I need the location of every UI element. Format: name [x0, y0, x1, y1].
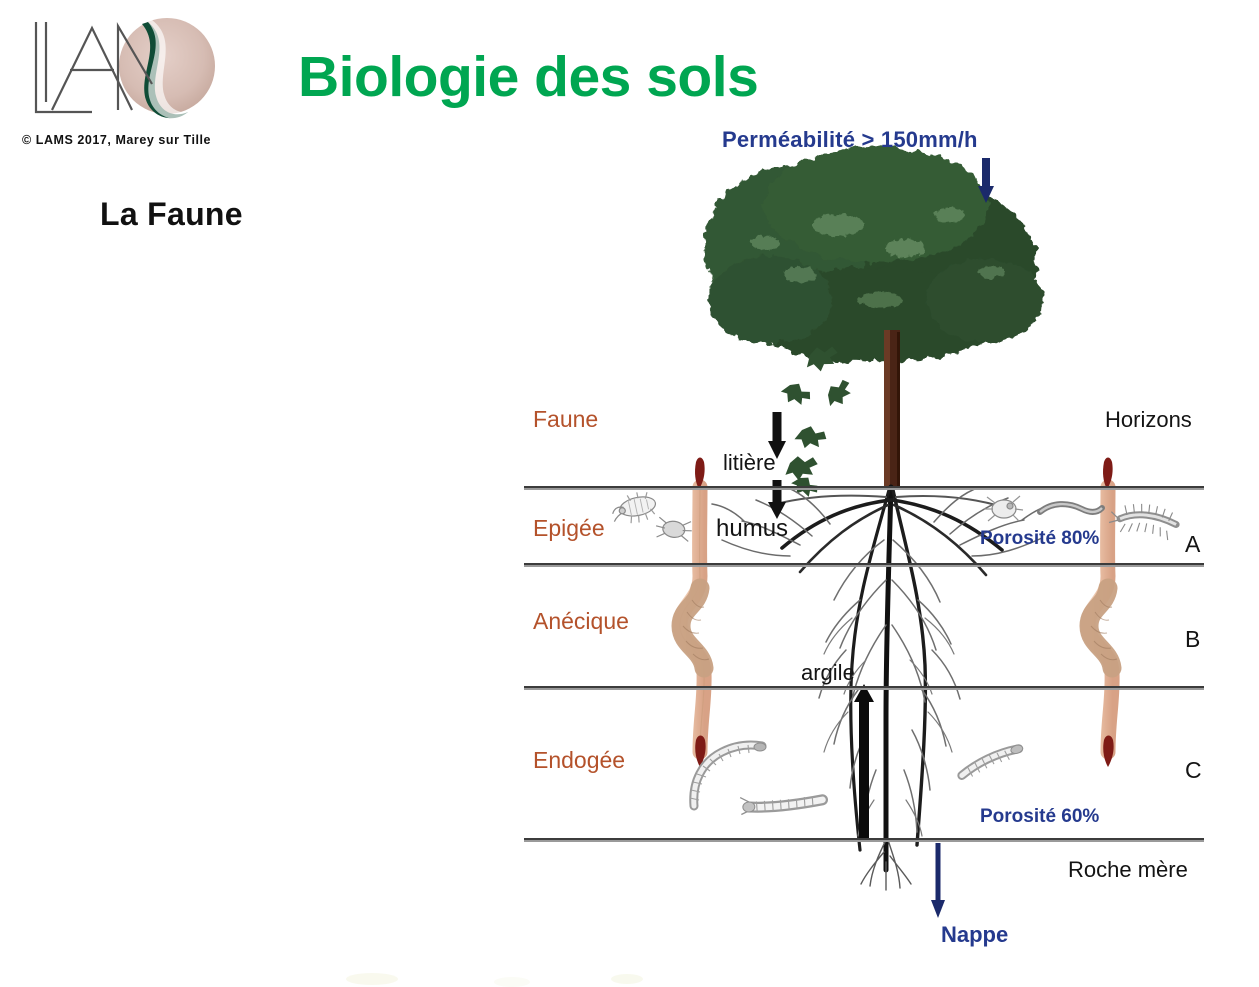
tree-canopy — [704, 147, 1043, 363]
canopy-highlights — [751, 208, 1005, 308]
lams-logo — [22, 14, 227, 134]
epigeic-fauna-right — [984, 495, 1180, 541]
page-title: Biologie des sols — [298, 45, 759, 109]
horizon-line-1 — [524, 486, 1204, 490]
argile-label: argile — [801, 660, 855, 685]
nappe-label: Nappe — [941, 922, 1009, 947]
background-artifact — [346, 973, 643, 987]
humus-arrow — [768, 480, 786, 519]
nappe-arrow — [931, 843, 945, 918]
fauna-label-anecique: Anécique — [533, 608, 629, 634]
tree-trunk — [884, 330, 900, 487]
litiere-arrow — [768, 412, 786, 459]
horizons-heading: Horizons — [1105, 407, 1192, 432]
falling-leaves — [780, 346, 851, 497]
horizon-line-4 — [524, 838, 1204, 842]
earthworm-left — [671, 457, 714, 767]
endogeic-fauna — [689, 740, 1024, 816]
fauna-label-epigee: Epigée — [533, 515, 605, 541]
horizon-letter-b: B — [1185, 626, 1201, 652]
permeability-arrow — [978, 158, 994, 203]
fauna-label-endogee: Endogée — [533, 747, 626, 773]
horizon-letter-c: C — [1185, 757, 1202, 783]
epigeic-fauna-left — [612, 492, 692, 542]
litiere-label: litière — [723, 450, 776, 475]
porosity-c-label: Porosité 60% — [980, 806, 1100, 827]
slide-subtitle: La Faune — [100, 196, 243, 232]
horizon-line-2 — [524, 563, 1204, 567]
horizon-letter-a: A — [1185, 531, 1201, 557]
permeability-label: Perméabilité > 150mm/h — [722, 127, 978, 152]
roche-mere-label: Roche mère — [1068, 857, 1188, 882]
horizon-line-3 — [524, 686, 1204, 690]
earthworm-right — [1079, 457, 1122, 767]
argile-arrow — [854, 684, 874, 838]
copyright-text: © LAMS 2017, Marey sur Tille — [22, 133, 212, 147]
porosity-a-label: Porosité 80% — [980, 528, 1100, 549]
humus-label: humus — [716, 515, 789, 542]
fauna-label-faune: Faune — [533, 406, 599, 432]
